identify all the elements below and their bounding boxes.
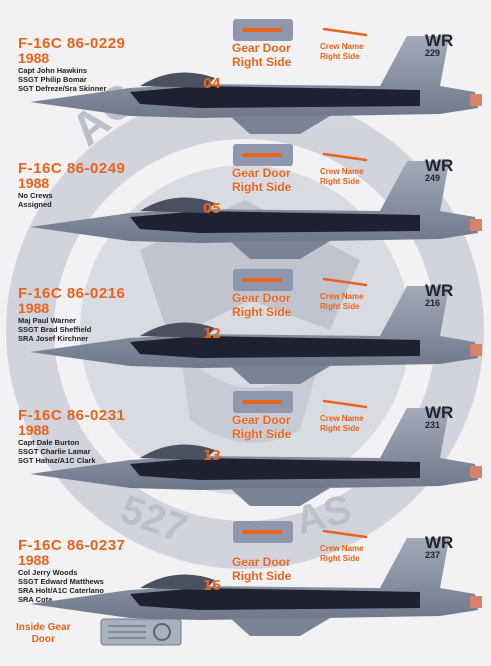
aircraft-title: F-16C 86-0237 [18, 537, 126, 554]
nose-number: 16 [203, 579, 222, 594]
aircraft-title: F-16C 86-0229 [18, 35, 126, 52]
crew-line: SRA Holt/A1C Caterlano [18, 586, 104, 595]
gear-door-decal [233, 144, 293, 166]
tail-code-wr: WR [425, 156, 454, 175]
crew-line: Assigned [18, 200, 52, 209]
crew-line: Capt John Hawkins [18, 66, 88, 75]
crew-line: SSGT Brad Sheffield [18, 325, 92, 334]
inside-gear-door-label: Inside Gear Door [16, 622, 71, 645]
crew-line: SRA Josef Kirchner [18, 334, 89, 343]
crew-line: SGT Hahaz/A1C Clark [18, 456, 96, 465]
crew-list: Capt Dale Burton SSGT Charlie Lamar SGT … [18, 438, 188, 465]
tail-code-wr: WR [425, 31, 454, 50]
tail-number: 229 [425, 48, 441, 58]
nose-number: 05 [203, 202, 222, 217]
gear-door-decal [233, 19, 293, 41]
crew-line: Maj Paul Warner [18, 316, 77, 325]
aircraft-title: F-16C 86-0216 [18, 285, 126, 302]
crew-name-strip [322, 277, 368, 287]
crew-list: Col Jerry Woods SSGT Edward Matthews SRA… [18, 568, 188, 604]
crew-name-strip [322, 152, 368, 162]
tail-number: 237 [425, 550, 441, 560]
crew-line: Capt Dale Burton [18, 438, 80, 447]
crew-line: SRA Cota [18, 595, 53, 604]
crew-list: Maj Paul Warner SSGT Brad Sheffield SRA … [18, 316, 188, 343]
crew-list: No Crews Assigned [18, 191, 188, 209]
aircraft-entry-2: F-16C 86-0249 1988 No Crews Assigned Gea… [0, 144, 491, 289]
gear-door-decal [233, 391, 293, 413]
nose-number: 04 [203, 77, 222, 92]
aircraft-year: 1988 [18, 300, 50, 316]
inside-gear-door-decal [100, 618, 182, 646]
crew-line: Col Jerry Woods [18, 568, 78, 577]
crew-line: SSGT Charlie Lamar [18, 447, 91, 456]
aircraft-year: 1988 [18, 50, 50, 66]
f16-profile [30, 161, 482, 259]
aircraft-year: 1988 [18, 552, 50, 568]
tail-number: 249 [425, 173, 441, 183]
aircraft-entry-3: F-16C 86-0216 1988 Maj Paul Warner SSGT … [0, 269, 491, 414]
nose-number: 12 [203, 327, 222, 342]
gear-door-decal [233, 269, 293, 291]
tail-code-wr: WR [425, 533, 454, 552]
crew-line: SSGT Philip Bomar [18, 75, 87, 84]
tail-number: 216 [425, 298, 441, 308]
tail-code-wr: WR [425, 281, 454, 300]
f16-profile [30, 538, 482, 636]
squadron-emblem: AG 527 AS [6, 71, 484, 569]
f16-profile [30, 408, 482, 506]
aircraft-entry-1: F-16C 86-0229 1988 Capt John Hawkins SSG… [0, 19, 491, 164]
aircraft-entry-5: F-16C 86-0237 1988 Col Jerry Woods SSGT … [0, 521, 491, 666]
f16-profile [30, 286, 482, 384]
tail-number: 231 [425, 420, 441, 430]
crew-line: SGT Defreze/Sra Skinner [18, 84, 107, 93]
gear-door-decal [233, 521, 293, 543]
tail-code-wr: WR [425, 403, 454, 422]
crew-name-strip [322, 399, 368, 409]
crew-name-strip [322, 529, 368, 539]
aircraft-title: F-16C 86-0231 [18, 407, 126, 424]
nose-number: 13 [203, 449, 222, 464]
crew-line: No Crews [18, 191, 53, 200]
aircraft-year: 1988 [18, 422, 50, 438]
crew-line: SSGT Edward Matthews [18, 577, 104, 586]
crew-list: Capt John Hawkins SSGT Philip Bomar SGT … [18, 66, 188, 93]
aircraft-title: F-16C 86-0249 [18, 160, 126, 177]
crew-name-strip [322, 27, 368, 37]
aircraft-entry-4: F-16C 86-0231 1988 Capt Dale Burton SSGT… [0, 391, 491, 536]
aircraft-year: 1988 [18, 175, 50, 191]
f16-profile [30, 36, 482, 134]
decal-sheet: AG 527 AS [6, 71, 484, 569]
